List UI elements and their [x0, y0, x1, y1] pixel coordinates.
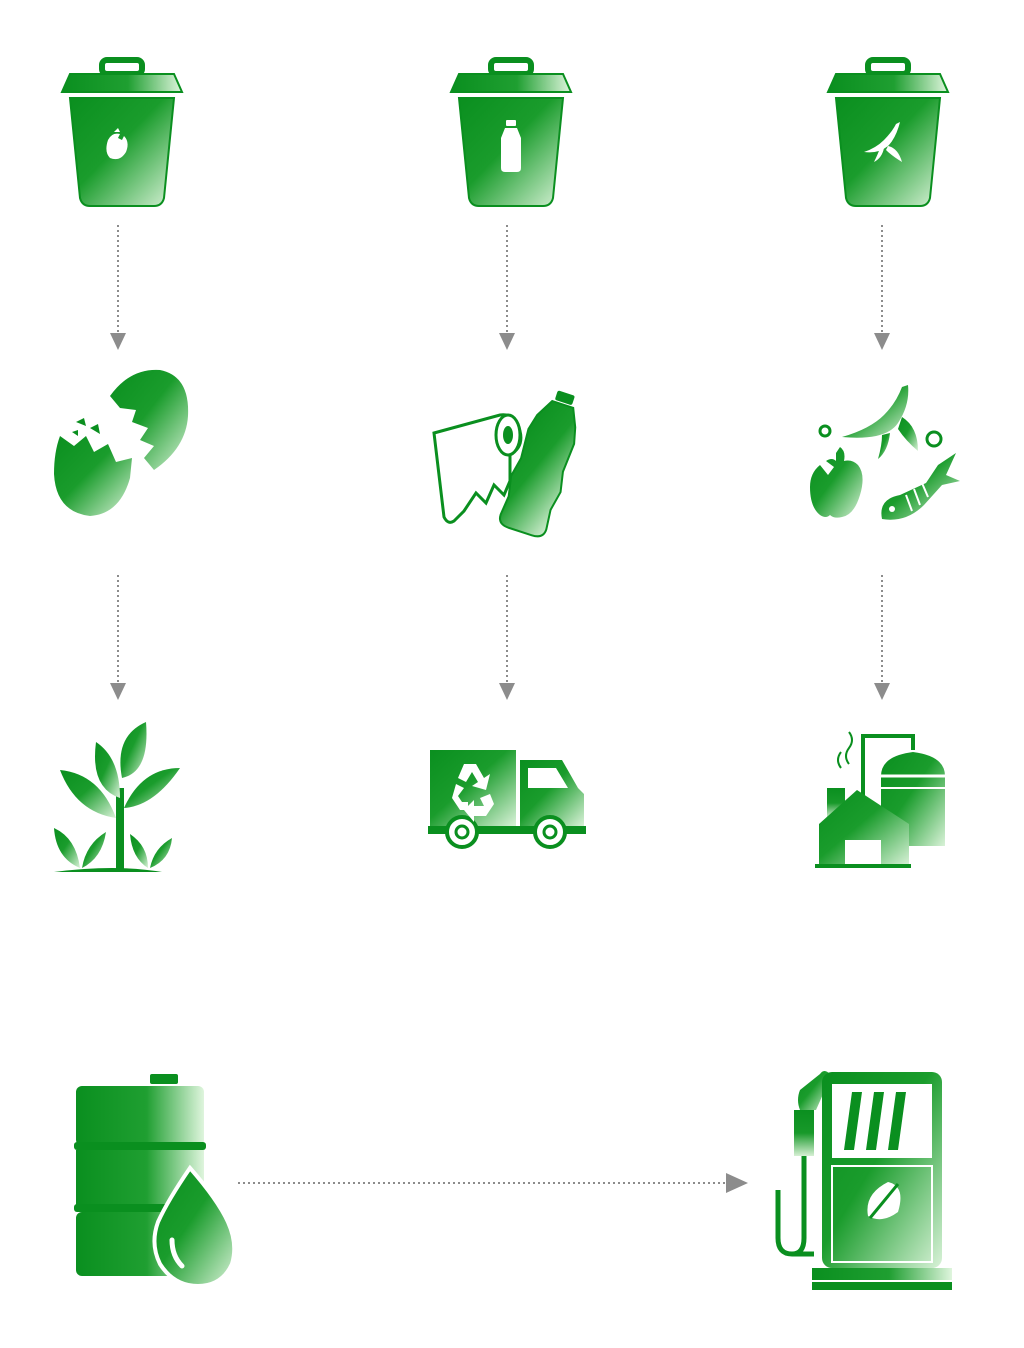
recycle-symbol-icon [452, 764, 494, 822]
arrow-heads [110, 333, 890, 1193]
biofuel-pump-icon [770, 1070, 956, 1295]
bottle-trash-bin-icon [449, 57, 573, 208]
oil-barrel-with-drop-icon [72, 1072, 237, 1292]
growing-plants-icon [50, 718, 185, 878]
organic-food-scraps-icon [806, 383, 966, 538]
paper-roll-and-plastic-bottle-icon [430, 385, 580, 545]
recycling-truck-icon [428, 748, 588, 853]
eggshell-trash-bin-icon [60, 57, 184, 208]
biogas-plant-icon [815, 728, 955, 870]
banana-peel-trash-bin-icon [826, 57, 950, 208]
broken-eggshell-icon [50, 366, 195, 526]
